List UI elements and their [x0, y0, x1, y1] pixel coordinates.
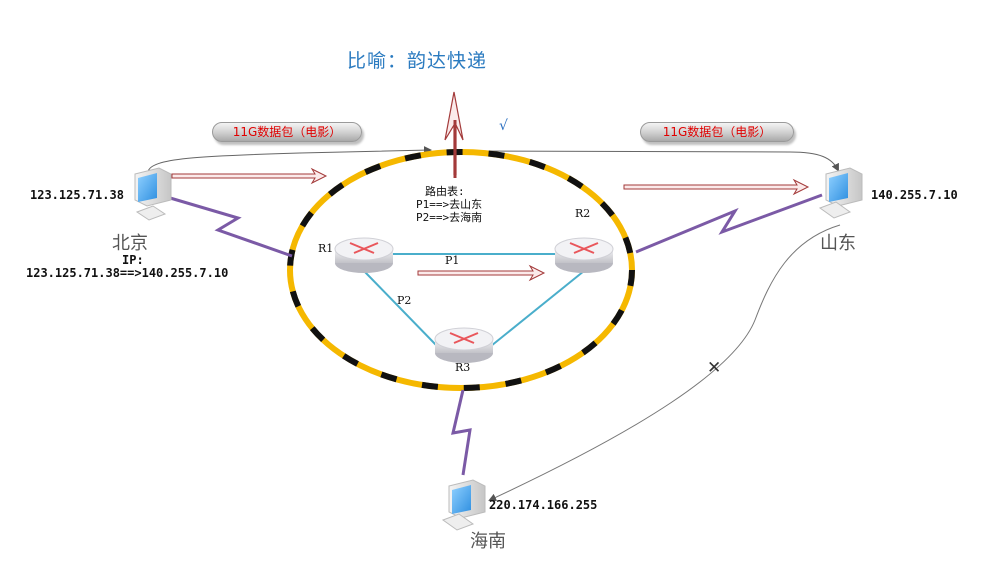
- beijing-label: 北京: [112, 233, 148, 254]
- wan-link-beijing: [159, 193, 293, 258]
- shandong-label: 山东: [820, 233, 856, 254]
- router-icon: [569, 242, 599, 254]
- routing-entry: P1==>去山东: [416, 198, 483, 211]
- router-r2[interactable]: [554, 237, 614, 273]
- packet-badge-right: 11G数据包（电影）: [640, 122, 794, 142]
- wan-link-hainan: [451, 389, 472, 476]
- router-label-r3: R3: [455, 361, 471, 374]
- packet-badge-left: 11G数据包（电影）: [212, 122, 362, 142]
- router-icon: [349, 242, 379, 254]
- upward-arrow: [444, 91, 464, 178]
- router-r1[interactable]: [334, 237, 394, 273]
- page-title: 比喻：韵达快递: [347, 50, 488, 72]
- routing-entry: P2==>去海南: [416, 211, 483, 224]
- check-icon: √: [499, 118, 508, 134]
- route-shandong-hainan: [488, 224, 841, 502]
- computer-hainan[interactable]: [441, 479, 486, 531]
- router-label-r2: R2: [575, 207, 591, 220]
- packet-arrow-shandong: [623, 178, 810, 196]
- path-label-p2: P2: [397, 294, 412, 307]
- router-r3[interactable]: [434, 327, 494, 363]
- packet-arrow-beijing: [171, 167, 328, 185]
- wan-link-shandong: [635, 193, 823, 254]
- arc-beijing-shandong: [147, 146, 432, 173]
- ip-mapping: 123.125.71.38==>140.255.7.10: [26, 266, 229, 280]
- router-icon: [449, 332, 479, 344]
- router-label-r1: R1: [318, 242, 334, 255]
- beijing-ip: 123.125.71.38: [30, 188, 124, 202]
- cross-icon: ✕: [707, 358, 722, 378]
- shandong-ip: 140.255.7.10: [871, 188, 958, 202]
- arc-top-right: [469, 150, 839, 172]
- computer-beijing[interactable]: [134, 167, 172, 221]
- computer-shandong[interactable]: [818, 167, 863, 219]
- network-ring-black: [287, 149, 635, 391]
- packet-arrow-p1: [417, 264, 546, 282]
- path-label-p1: P1: [445, 254, 460, 267]
- ip-label: IP:: [122, 253, 144, 267]
- routing-table-title: 路由表:: [425, 185, 465, 198]
- link-r2-r3: [490, 270, 585, 347]
- hainan-ip: 220.174.166.255: [489, 498, 598, 512]
- link-r1-r3-p2: [363, 270, 438, 347]
- hainan-label: 海南: [470, 531, 506, 552]
